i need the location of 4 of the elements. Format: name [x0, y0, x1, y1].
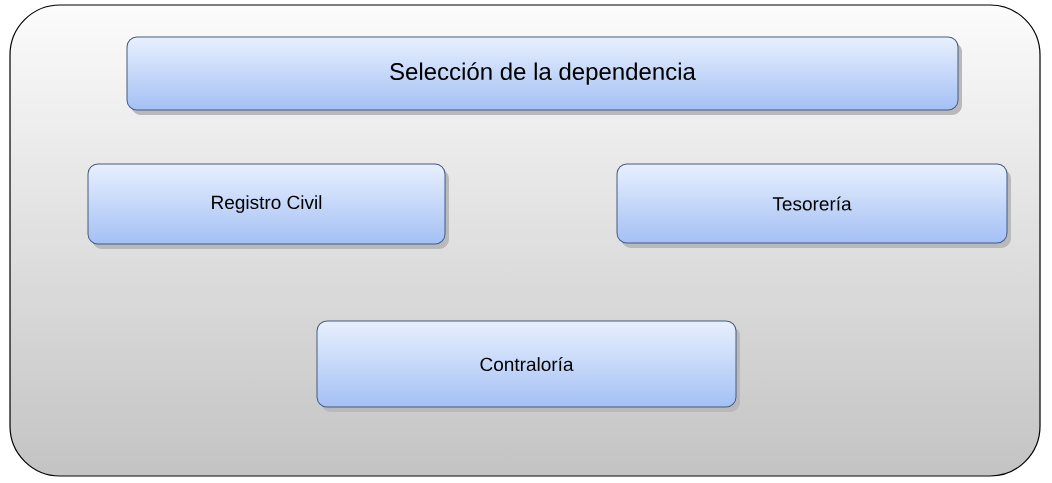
selection-box: Contraloría [316, 320, 740, 412]
selection-box: Tesorería [616, 163, 1011, 248]
selection-box: Registro Civil [87, 163, 449, 249]
selection-box: Selección de la dependencia [126, 36, 962, 115]
